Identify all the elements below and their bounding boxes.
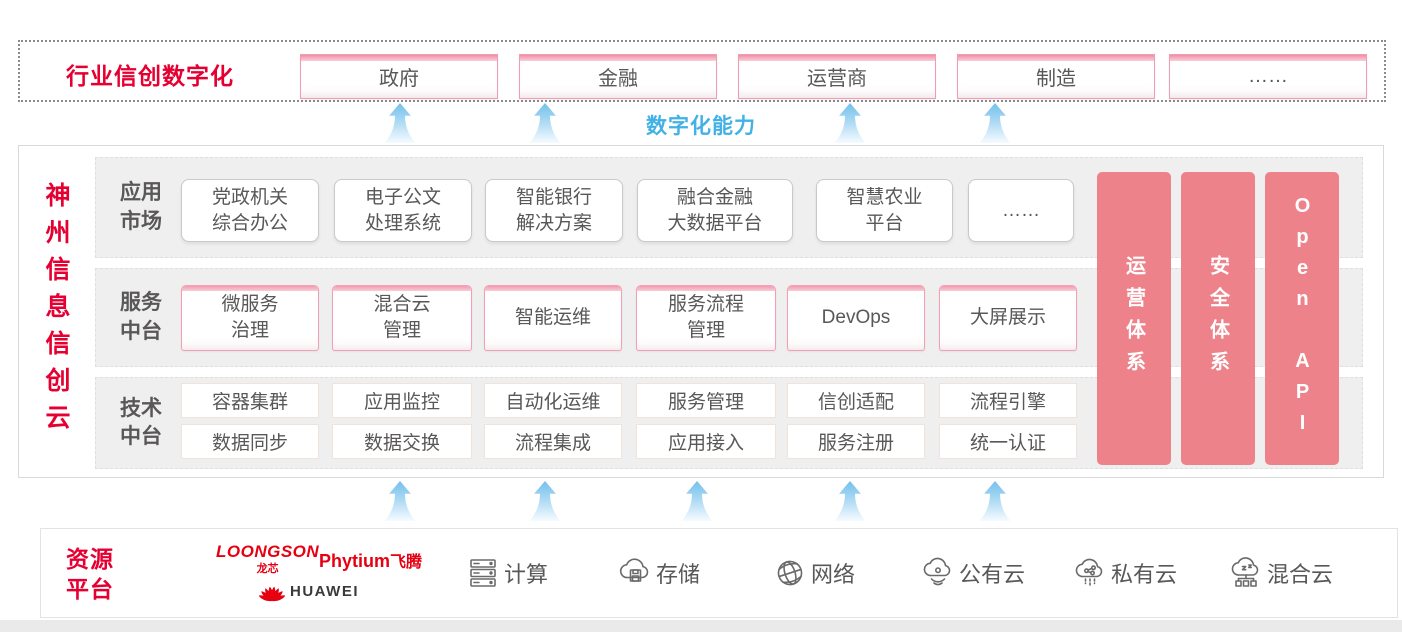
tech-box: 服务管理: [636, 383, 776, 418]
digital-capability-label: 数字化能力: [646, 115, 756, 138]
tech-box: 应用监控: [332, 383, 472, 418]
tech-box: 数据交换: [332, 424, 472, 459]
footer-strip: [0, 620, 1402, 632]
service-box: DevOps: [787, 285, 925, 351]
resource-item-public-cloud: 公有云: [921, 553, 1025, 593]
app-box: 电子公文 处理系统: [334, 179, 472, 242]
phytium-logo-cn: 飞腾: [390, 554, 423, 571]
resource-platform-title: 资源 平台: [66, 546, 114, 602]
public-cloud-icon: [923, 557, 951, 586]
loongson-logo-text: LOONGSON: [216, 542, 320, 561]
loongson-logo-cn: 龙芯: [256, 563, 279, 575]
resource-item-storage: 存储: [618, 553, 700, 593]
up-arrow-icon: [979, 481, 1011, 521]
resource-item-private-cloud: 私有云: [1073, 553, 1177, 593]
private-cloud-icon: [1075, 558, 1103, 586]
service-box: 大屏展示: [939, 285, 1077, 351]
tech-box: 服务注册: [787, 424, 925, 459]
tech-box: 容器集群: [181, 383, 319, 418]
loongson-logo: LOONGSON 龙芯: [216, 542, 319, 576]
tech-box: 应用接入: [636, 424, 776, 459]
domain-box-more: ……: [1169, 54, 1367, 99]
hybrid-cloud-icon: [1231, 557, 1259, 587]
platform-side-title: 神州信息信创云: [42, 182, 70, 441]
tech-box: 数据同步: [181, 424, 319, 459]
service-row-label: 服务 中台: [120, 291, 162, 343]
tech-box: 统一认证: [939, 424, 1077, 459]
service-box: 微服务 治理: [181, 285, 319, 351]
industry-digitalization-panel: 行业信创数字化 政府 金融 运营商 制造 ……: [18, 40, 1386, 102]
tech-box: 信创适配: [787, 383, 925, 418]
service-box: 智能运维: [484, 285, 622, 351]
domain-box-finance: 金融: [519, 54, 717, 99]
domain-box-operator: 运营商: [738, 54, 936, 99]
resource-platform-panel: 资源 平台 LOONGSON 龙芯 Phytium飞腾 HU: [40, 528, 1398, 618]
service-platform-row: 服务 中台 微服务 治理 混合云 管理 智能运维 服务流程 管理 DevOps …: [95, 268, 1363, 367]
resource-item-network: 网络: [773, 553, 855, 593]
phytium-logo-text: Phytium: [319, 551, 391, 571]
resource-item-label: 公有云: [959, 562, 1026, 587]
pillar-open-api: Open API: [1265, 172, 1339, 465]
industry-panel-title: 行业信创数字化: [66, 63, 234, 89]
up-arrow-icon: [529, 481, 561, 521]
tech-platform-row: 技术 中台 容器集群 应用监控 自动化运维 服务管理 信创适配 流程引擎 数据同…: [95, 377, 1363, 469]
huawei-logo: HUAWEI: [259, 579, 359, 603]
huawei-logo-text: HUAWEI: [290, 582, 359, 600]
up-arrow-icon: [681, 481, 713, 521]
resource-item-label: 网络: [811, 562, 856, 587]
app-box: 融合金融 大数据平台: [637, 179, 793, 242]
app-market-row-label: 应用 市场: [120, 181, 162, 233]
storage-icon: [619, 558, 649, 582]
network-icon: [777, 560, 803, 586]
domain-box-government: 政府: [300, 54, 498, 99]
resource-item-hybrid-cloud: 混合云: [1229, 553, 1333, 593]
resource-item-label: 存储: [656, 562, 701, 587]
phytium-logo: Phytium飞腾: [319, 548, 422, 572]
pillar-operation-system: 运营体系: [1097, 172, 1171, 465]
domain-box-manufacturing: 制造: [957, 54, 1155, 99]
app-box: 党政机关 综合办公: [181, 179, 319, 242]
resource-item-label: 计算: [504, 562, 549, 587]
service-box: 混合云 管理: [332, 285, 472, 351]
service-box: 服务流程 管理: [636, 285, 776, 351]
resource-item-label: 私有云: [1111, 562, 1178, 587]
resource-item-label: 混合云: [1267, 562, 1334, 587]
compute-icon: [470, 559, 496, 587]
app-box-more: ……: [968, 179, 1074, 242]
up-arrow-icon: [834, 481, 866, 521]
resource-item-compute: 计算: [466, 553, 548, 593]
tech-box: 流程集成: [484, 424, 622, 459]
tech-box: 自动化运维: [484, 383, 622, 418]
pillar-security-system: 安全体系: [1181, 172, 1255, 465]
up-arrow-icon: [384, 481, 416, 521]
tech-box: 流程引擎: [939, 383, 1077, 418]
app-box: 智慧农业 平台: [816, 179, 953, 242]
app-box: 智能银行 解决方案: [485, 179, 623, 242]
huawei-flower-icon: [259, 586, 285, 602]
app-market-row: 应用 市场 党政机关 综合办公 电子公文 处理系统 智能银行 解决方案 融合金融…: [95, 157, 1363, 258]
tech-row-label: 技术 中台: [120, 396, 162, 448]
